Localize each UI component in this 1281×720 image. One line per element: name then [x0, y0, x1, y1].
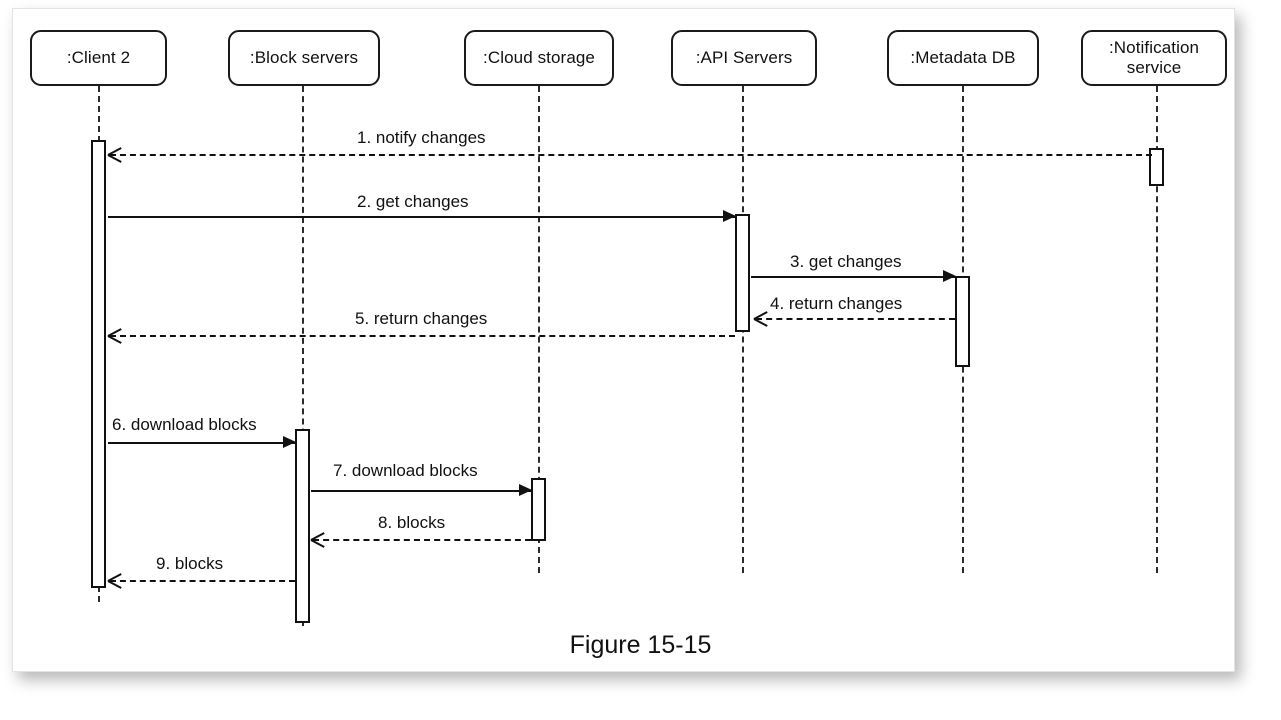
- participant-box-api-servers[interactable]: :API Servers: [671, 30, 817, 86]
- participant-label-metadata-db: :Metadata DB: [910, 48, 1016, 67]
- activation-bar-block-servers: [295, 429, 310, 623]
- message-shaft-9: [110, 580, 295, 582]
- message-label-1: 1. notify changes: [357, 128, 486, 147]
- arrowhead-open-left-icon-8: [311, 532, 325, 546]
- participant-label-cloud-storage: :Cloud storage: [483, 48, 595, 67]
- participant-label-api-servers: :API Servers: [695, 48, 793, 67]
- message-shaft-2: [108, 216, 735, 218]
- arrowhead-filled-right-icon-2: [723, 210, 736, 222]
- arrowhead-open-left-icon-1: [108, 147, 122, 161]
- participant-box-metadata-db[interactable]: :Metadata DB: [887, 30, 1039, 86]
- arrowhead-open-left-icon-5: [108, 328, 122, 342]
- participant-label-notification-service: :Notification service: [1108, 38, 1200, 77]
- message-shaft-1: [110, 154, 1152, 156]
- activation-bar-api-servers: [735, 214, 750, 332]
- message-shaft-4: [756, 318, 955, 320]
- arrowhead-filled-right-icon-3: [943, 270, 956, 282]
- participant-box-block-servers[interactable]: :Block servers: [228, 30, 380, 86]
- lifeline-block-servers: [302, 86, 304, 626]
- arrowhead-open-left-icon-4: [754, 311, 768, 325]
- message-shaft-6: [108, 442, 295, 444]
- participant-label-client2: :Client 2: [66, 48, 131, 67]
- participant-box-notification-service[interactable]: :Notification service: [1081, 30, 1227, 86]
- participant-box-cloud-storage[interactable]: :Cloud storage: [464, 30, 614, 86]
- page-sheet: [12, 8, 1235, 672]
- message-shaft-8: [313, 539, 531, 541]
- message-shaft-7: [311, 490, 531, 492]
- message-label-4: 4. return changes: [770, 294, 903, 313]
- message-label-2: 2. get changes: [357, 192, 469, 211]
- message-shaft-3: [751, 276, 955, 278]
- lifeline-cloud-storage: [538, 86, 540, 573]
- message-label-7: 7. download blocks: [333, 461, 478, 480]
- activation-bar-metadata-db: [955, 276, 970, 367]
- activation-bar-notification-service: [1149, 148, 1164, 186]
- lifeline-notification-service: [1156, 86, 1158, 573]
- participant-box-client2[interactable]: :Client 2: [30, 30, 167, 86]
- arrowhead-filled-right-icon-7: [519, 484, 532, 496]
- message-label-6: 6. download blocks: [112, 415, 257, 434]
- figure-caption: Figure 15-15: [569, 631, 712, 659]
- participant-label-block-servers: :Block servers: [249, 48, 359, 67]
- message-label-9: 9. blocks: [156, 554, 224, 573]
- message-label-8: 8. blocks: [378, 513, 446, 532]
- message-label-5: 5. return changes: [355, 309, 488, 328]
- message-label-3: 3. get changes: [790, 252, 902, 271]
- arrowhead-filled-right-icon-6: [283, 436, 296, 448]
- activation-bar-cloud-storage: [531, 478, 546, 541]
- activation-bar-client2: [91, 140, 106, 588]
- message-shaft-5: [110, 335, 735, 337]
- arrowhead-open-left-icon-9: [108, 573, 122, 587]
